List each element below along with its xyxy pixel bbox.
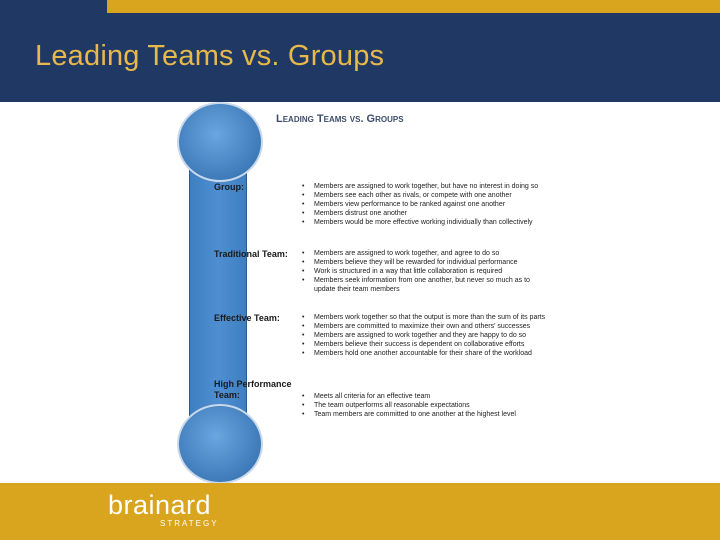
category-label-high-performance-team: High Performance Team: [214,379,292,400]
footer-bar [0,483,720,540]
bullet-list-group: Members are assigned to work together, b… [302,182,552,227]
category-label-traditional-team: Traditional Team: [214,249,288,259]
list-item: Members are assigned to work together, b… [302,182,552,191]
list-item: Members would be more effective working … [302,218,552,227]
header-bar: Leading Teams vs. Groups [0,0,720,102]
list-item: Members are committed to maximize their … [302,322,552,331]
list-item: Members distrust one another [302,209,552,218]
bullet-list-high-performance-team: Meets all criteria for an effective team… [302,392,552,419]
progression-top-cap [177,102,263,182]
category-label-group: Group: [214,182,244,192]
progression-bottom-cap [177,404,263,484]
category-label-effective-team: Effective Team: [214,313,280,323]
list-item: Members seek information from one anothe… [302,276,552,294]
list-item: Work is structured in a way that little … [302,267,552,276]
brand-logo-tagline: STRATEGY [160,519,219,528]
list-item: Members are assigned to work together, a… [302,249,552,258]
list-item: Members are assigned to work together an… [302,331,552,340]
bullet-list-traditional-team: Members are assigned to work together, a… [302,249,552,294]
header-stripe [107,0,720,13]
document-title: Leading Teams vs. Groups [276,113,404,125]
list-item: The team outperforms all reasonable expe… [302,401,552,410]
list-item: Members hold one another accountable for… [302,349,552,358]
list-item: Members believe they will be rewarded fo… [302,258,552,267]
list-item: Members work together so that the output… [302,313,552,322]
brand-logo: brainard [108,490,212,520]
list-item: Meets all criteria for an effective team [302,392,552,401]
bullet-list-effective-team: Members work together so that the output… [302,313,552,358]
slide-title: Leading Teams vs. Groups [35,40,385,72]
list-item: Members see each other as rivals, or com… [302,191,552,200]
list-item: Members view performance to be ranked ag… [302,200,552,209]
list-item: Members believe their success is depende… [302,340,552,349]
list-item: Team members are committed to one anothe… [302,410,552,419]
progression-bar [189,150,247,430]
